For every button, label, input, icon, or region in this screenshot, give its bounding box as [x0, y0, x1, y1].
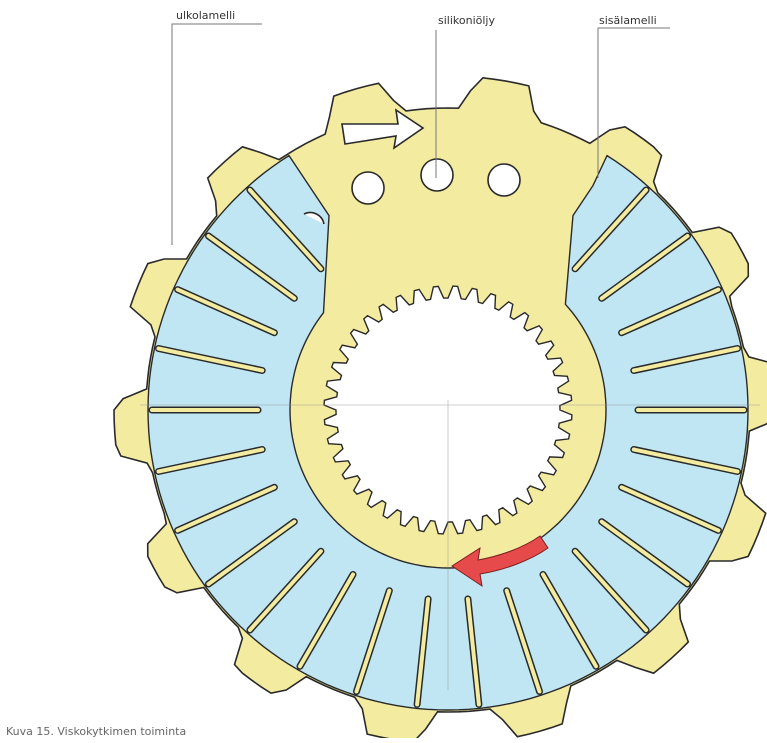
figure-caption: Kuva 15. Viskokytkimen toiminta: [6, 725, 186, 738]
inner-plate-label: sisälamelli: [599, 14, 657, 27]
outer-plate-label: ulkolamelli: [176, 9, 235, 22]
oil-hole: [488, 164, 520, 196]
oil-hole: [421, 159, 453, 191]
silicone-oil-label: silikoniöljy: [438, 14, 495, 27]
oil-hole: [352, 172, 384, 204]
